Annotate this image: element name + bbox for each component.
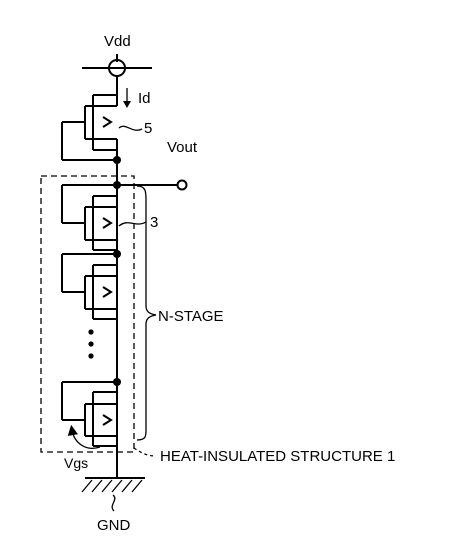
vdd-label: Vdd	[104, 33, 131, 50]
vdd-terminal: Vdd	[82, 33, 152, 95]
heat-insulated-label: HEAT-INSULATED STRUCTURE 1	[160, 448, 395, 465]
n-stage-brace	[136, 185, 157, 441]
ground-symbol	[81, 477, 145, 512]
vout-terminal: Vout	[117, 139, 198, 191]
id-current-arrow: Id	[123, 88, 151, 108]
vgs-label: Vgs	[64, 455, 88, 471]
junction-dot	[113, 156, 121, 164]
vgs-arrow	[67, 424, 101, 449]
stage-transistor-n	[61, 381, 117, 447]
stage-transistor-2	[61, 253, 117, 320]
heat-insulated-leader	[133, 447, 157, 457]
top-transistor	[61, 94, 118, 161]
ellipsis-dots	[88, 329, 94, 359]
ref-leader-3	[118, 221, 147, 227]
heat-insulated-box	[40, 175, 135, 453]
transistor-ref-5: 5	[144, 120, 152, 137]
id-label: Id	[138, 90, 151, 107]
vout-label: Vout	[167, 139, 198, 156]
transistor-ref-3: 3	[150, 214, 158, 231]
ref-leader-5	[118, 125, 143, 131]
n-stage-label: N-STAGE	[158, 308, 224, 325]
gnd-label: GND	[97, 517, 131, 534]
stage-transistor-1	[61, 184, 117, 251]
